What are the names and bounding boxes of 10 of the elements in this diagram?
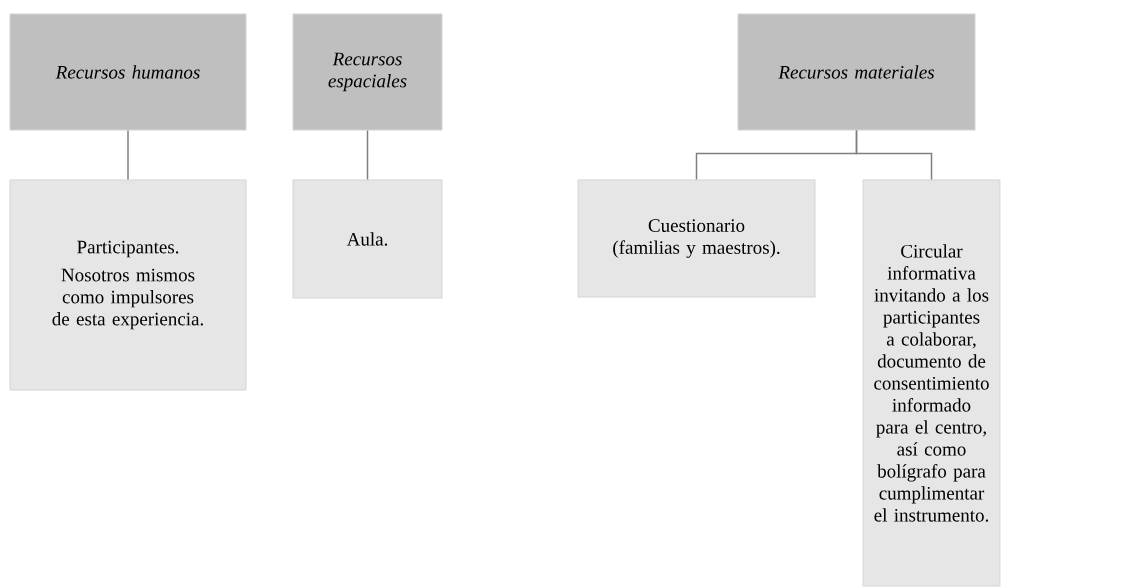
connector-line xyxy=(127,129,129,181)
category-box: Recursos espaciales xyxy=(292,13,443,131)
connector-line xyxy=(855,129,933,181)
category-box: Recursos materiales xyxy=(737,13,976,131)
resource-box: Cuestionario (familias y maestros). xyxy=(577,179,816,298)
connector-line xyxy=(366,129,369,181)
resource-box: Circular informativa invitando a los participantes a colaborar, documento de consentimiento informado para el centro, así como bolígrafo para cumplimentar el instrumento. xyxy=(862,179,1001,587)
resource-box: Participantes. Nosotros mismos como impulsores de esta experiencia. xyxy=(9,179,247,391)
category-box: Recursos humanos xyxy=(9,13,247,131)
resource-box: Aula. xyxy=(292,179,443,299)
